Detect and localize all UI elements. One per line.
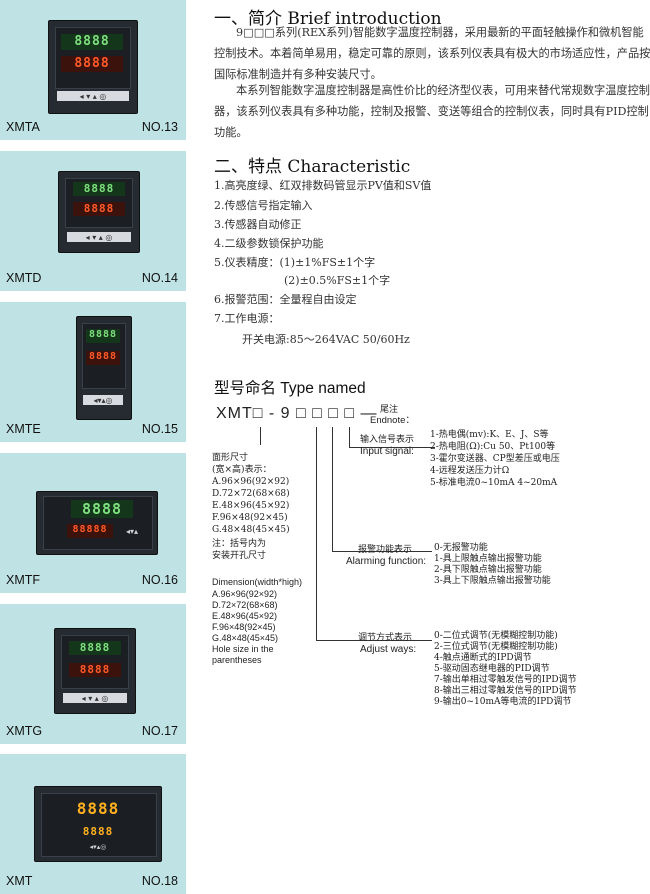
intro-paragraph-2: 本系列智能数字温度控制器是高性价比的经济型仪表，可用来替代常规数字温度控制器，该… xyxy=(214,84,650,139)
feature-item: 2.传感信号指定输入 xyxy=(214,199,313,212)
product-name: XMT xyxy=(6,874,33,888)
product-name: XMTG xyxy=(6,724,43,738)
product-card: 8888 8888 ◂▾▴◎ XMTE NO.15 xyxy=(0,302,186,442)
device-image: 8888 8888 ◂ ▾ ▴ ◎ xyxy=(54,628,136,714)
product-number: NO.17 xyxy=(141,724,178,738)
intro-paragraph-1: 9□□□系列(REX系列)智能数字温度控制器，采用最新的平面轻触操作和微机智能控… xyxy=(214,26,650,81)
feature-item: 3.传感器自动修正 xyxy=(214,218,302,231)
pv-display: 8888 xyxy=(61,34,123,50)
product-card: 8888 8888 ◂ ▾ ▴ ◎ XMTD NO.14 xyxy=(0,151,186,291)
alarm-label-cn: 报警功能表示 xyxy=(358,545,413,555)
product-card: 8888 8888 ◂ ▾ ▴ ◎ XMTG NO.17 xyxy=(0,604,186,744)
product-name: XMTE xyxy=(6,422,41,436)
device-image: 8888 8888 ◂ ▾ ▴ ◎ xyxy=(48,20,138,114)
sv-display: 8888 xyxy=(86,351,120,365)
adjust-label-cn: 调节方式表示 xyxy=(358,633,413,643)
input-label-cn: 输入信号表示 xyxy=(360,435,415,445)
endnote-cn: 尾注 xyxy=(380,405,399,415)
device-image: 8888 8888 ◂▾▴◎ xyxy=(34,786,162,862)
feature-item: (2)±0.5%FS±1个字 xyxy=(284,274,391,287)
product-number: NO.14 xyxy=(141,271,178,285)
product-card: 8888 88888 ◂▾▴ XMTF NO.16 xyxy=(0,453,186,593)
feature-item: 6.报警范围：全量程自由设定 xyxy=(214,293,357,306)
product-name: XMTA xyxy=(6,120,40,134)
sv-display: 8888 xyxy=(61,56,123,72)
model-code: XMT□ - 9 □ □ □ □ — xyxy=(216,405,378,422)
device-image: 8888 8888 ◂▾▴◎ xyxy=(76,316,132,420)
product-number: NO.13 xyxy=(141,120,178,134)
sv-display: 88888 xyxy=(67,524,113,538)
device-image: 8888 88888 ◂▾▴ xyxy=(36,491,158,555)
product-number: NO.18 xyxy=(141,874,178,888)
product-card: 8888 8888 ◂ ▾ ▴ ◎ XMTA NO.13 xyxy=(0,0,186,140)
input-label-en: Input signal: xyxy=(360,446,414,457)
model-title: 型号命名 Type named xyxy=(214,380,366,397)
product-name: XMTF xyxy=(6,573,41,587)
pv-display: 8888 xyxy=(76,799,120,818)
main-content: 一、简介 Brief introduction 9□□□系列(REX系列)智能数… xyxy=(212,0,650,894)
pv-display: 8888 xyxy=(71,500,133,518)
product-name: XMTD xyxy=(6,271,42,285)
alarm-label-en: Alarming function: xyxy=(346,556,427,567)
features-title: 二、特点 Characteristic xyxy=(214,157,411,177)
model-diagram: XMT□ - 9 □ □ □ □ — 尾注 Endnote： 面形尺寸 (宽×高… xyxy=(212,405,577,707)
sv-display: 8888 xyxy=(69,663,121,677)
feature-item: 5.仪表精度：(1)±1%FS±1个字 xyxy=(214,256,376,269)
intro-title: 一、简介 Brief introduction xyxy=(214,9,442,29)
feature-item: 开关电源:85～264VAC 50/60Hz xyxy=(242,333,410,346)
product-card: 8888 8888 ◂▾▴◎ XMT NO.18 xyxy=(0,754,186,894)
sv-display: 8888 xyxy=(73,202,125,216)
product-sidebar: 8888 8888 ◂ ▾ ▴ ◎ XMTA NO.13 8888 8888 ◂… xyxy=(0,0,186,894)
sv-display: 8888 xyxy=(82,825,114,838)
pv-display: 8888 xyxy=(69,641,121,655)
product-number: NO.15 xyxy=(141,422,178,436)
feature-item: 7.工作电源： xyxy=(214,312,280,325)
adjust-label-en: Adjust ways: xyxy=(360,644,417,655)
feature-item: 1.高亮度绿、红双排数码管显示PV值和SV值 xyxy=(214,179,432,192)
product-number: NO.16 xyxy=(141,573,178,587)
pv-display: 8888 xyxy=(86,329,120,343)
pv-display: 8888 xyxy=(73,182,125,196)
endnote-en: Endnote： xyxy=(370,415,415,426)
feature-item: 4.二级参数锁保护功能 xyxy=(214,237,324,250)
device-image: 8888 8888 ◂ ▾ ▴ ◎ xyxy=(58,171,140,253)
